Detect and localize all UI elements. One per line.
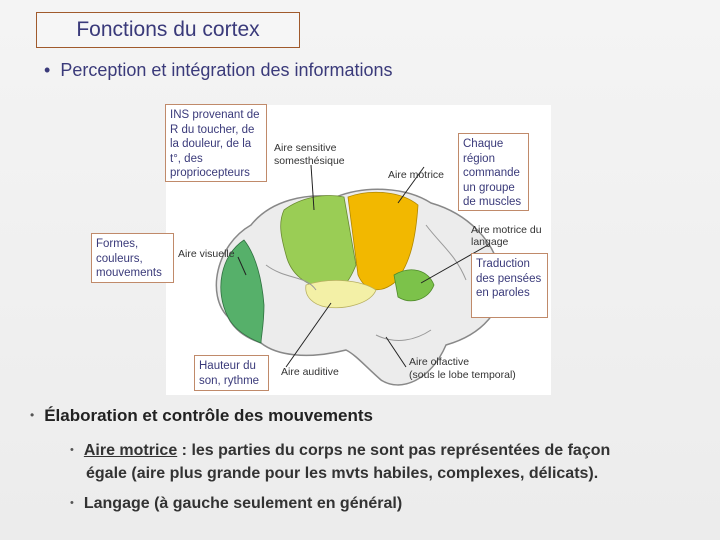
sub-language-text: Langage (à gauche seulement en général) — [83, 495, 403, 512]
bullet-elaboration: • Élaboration et contrôle des mouvements — [30, 406, 373, 426]
bullet-dot-icon: • — [44, 60, 51, 80]
label-olfactory-2: (sous le lobe temporal) — [409, 369, 516, 381]
bullet-perception: • Perception et intégration des informati… — [44, 60, 393, 81]
sub-bullet-motor: • Aire motrice : les parties du corps ne … — [70, 440, 610, 484]
leader-line — [385, 336, 407, 368]
bullet-dot-icon: • — [30, 408, 35, 422]
sub-motor-rest-1: : les parties du corps ne sont pas repré… — [177, 442, 611, 459]
visual-area — [220, 239, 265, 344]
sub-motor-line-2: égale (aire plus grande pour les mvts ha… — [70, 463, 610, 484]
callout-muscles: Chaque région commande un groupe de musc… — [458, 133, 529, 211]
label-language-1: Aire motrice du — [471, 224, 542, 236]
bullet-perception-text: Perception et intégration des informatio… — [60, 60, 393, 80]
bullet-elaboration-text: Élaboration et contrôle des mouvements — [44, 406, 373, 425]
leader-line — [310, 164, 315, 211]
sub-motor-rest-2: égale (aire plus grande pour les mvts ha… — [86, 465, 599, 482]
callout-translation-text: Traduction des pensées en paroles — [476, 258, 542, 299]
label-olfactory-1: Aire olfactive — [409, 356, 469, 368]
sulcus-line — [265, 264, 317, 291]
language-area — [393, 269, 435, 302]
callout-translation: Traduction des pensées en paroles — [471, 253, 548, 318]
leader-line — [285, 302, 332, 368]
bullet-dot-icon: • — [70, 497, 74, 509]
callout-touch-text: INS provenant de R du toucher, de la dou… — [170, 109, 260, 179]
sub-motor-term: Aire motrice — [83, 442, 178, 459]
leader-line — [420, 244, 489, 284]
slide-title-text: Fonctions du cortex — [76, 18, 260, 41]
sulcus-line — [425, 224, 467, 281]
label-language-2: langage — [471, 236, 509, 248]
callout-muscles-text: Chaque région commande un groupe de musc… — [463, 138, 522, 208]
callout-touch: INS provenant de R du toucher, de la dou… — [165, 104, 267, 182]
label-sensitive-2: somesthésique — [274, 155, 345, 167]
callout-sound-text: Hauteur du son, rythme — [199, 360, 260, 387]
slide-title: Fonctions du cortex — [36, 12, 300, 48]
callout-shapes: Formes, couleurs, mouvements — [91, 233, 174, 283]
bullet-dot-icon: • — [70, 444, 74, 456]
auditory-area — [305, 280, 377, 309]
label-motor: Aire motrice — [388, 169, 444, 181]
callout-shapes-text: Formes, couleurs, mouvements — [96, 238, 162, 279]
leader-line — [397, 166, 425, 204]
label-sensitive-1: Aire sensitive — [274, 142, 337, 154]
sub-bullet-language: • Langage (à gauche seulement en général) — [70, 493, 402, 516]
callout-sound: Hauteur du son, rythme — [194, 355, 269, 391]
leader-line — [237, 256, 247, 276]
sulcus-line — [375, 329, 432, 341]
label-auditory: Aire auditive — [281, 366, 339, 378]
label-visual: Aire visuelle — [178, 248, 235, 260]
